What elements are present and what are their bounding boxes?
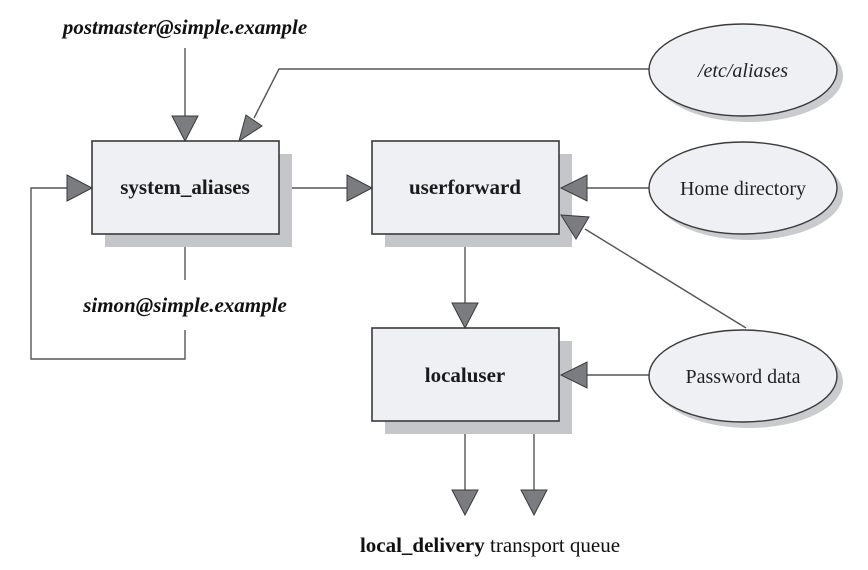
transport-queue-suffix: transport queue <box>485 533 620 557</box>
edge-password-data-to-userforward <box>584 228 747 329</box>
arrow-localuser-out-1-icon <box>451 489 479 517</box>
localuser-label: localuser <box>425 363 505 387</box>
password-data-ellipse <box>648 329 838 423</box>
password-data-label: Password data <box>686 366 801 388</box>
node-password-data: Password data <box>648 329 843 428</box>
arrow-password-into-userforward-icon <box>560 214 590 240</box>
arrow-into-localuser-icon <box>451 302 479 330</box>
arrow-home-into-userforward-icon <box>559 174 588 202</box>
arrowheads <box>66 114 590 517</box>
edge-simon-loop-back <box>30 187 186 360</box>
system-aliases-label: system_aliases <box>120 175 250 199</box>
home-directory-label: Home directory <box>680 178 806 200</box>
localuser-box <box>371 327 560 422</box>
node-home-directory: Home directory <box>648 141 843 240</box>
userforward-label: userforward <box>409 175 521 199</box>
node-system-aliases: system_aliases <box>91 140 280 235</box>
home-directory-ellipse <box>648 141 838 235</box>
node-userforward: userforward <box>371 140 560 235</box>
etc-aliases-ellipse <box>648 23 838 117</box>
arrow-down-into-system-aliases-icon <box>171 115 199 143</box>
postmaster-address: postmaster@simple.example <box>61 15 307 39</box>
arrow-into-userforward-icon <box>346 174 374 202</box>
node-etc-aliases: /etc/aliases <box>648 23 843 122</box>
arrow-localuser-out-2-icon <box>520 489 548 517</box>
simon-address: simon@simple.example <box>82 293 287 317</box>
transport-name: local_delivery <box>360 533 485 557</box>
arrow-loop-into-system-aliases-icon <box>66 174 94 202</box>
etc-aliases-label: /etc/aliases <box>697 60 788 82</box>
arrow-password-into-localuser-icon <box>559 361 588 389</box>
node-localuser: localuser <box>371 327 560 422</box>
transport-queue-caption: local_delivery transport queue <box>360 533 620 557</box>
userforward-box <box>371 140 560 235</box>
edge-etc-aliases-to-system-aliases <box>253 68 650 119</box>
arrow-etc-aliases-into-system-aliases-icon <box>238 114 263 143</box>
